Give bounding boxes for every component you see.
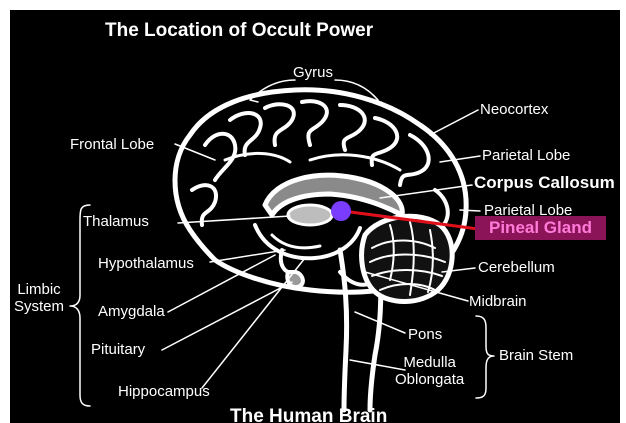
limbic-brace — [70, 205, 90, 406]
pituitary-shape — [287, 272, 303, 287]
medulla-line-1: Medulla — [395, 354, 464, 371]
label-amygdala: Amygdala — [98, 303, 165, 320]
medulla-line-2: Oblongata — [395, 371, 464, 388]
label-pons: Pons — [408, 326, 442, 343]
gyrus-fold — [192, 185, 216, 225]
label-parietal-lobe-upper: Parietal Lobe — [482, 147, 570, 164]
label-cerebellum: Cerebellum — [478, 259, 555, 276]
label-corpus-callosum: Corpus Callosum — [474, 173, 615, 192]
thalamus-shape — [288, 205, 332, 225]
label-hippocampus: Hippocampus — [118, 383, 210, 400]
label-hypothalamus: Hypothalamus — [98, 255, 194, 272]
label-thalamus: Thalamus — [83, 213, 149, 230]
gyrus-fold — [400, 135, 429, 185]
brainstem-brace — [476, 316, 494, 398]
limbic-curve — [255, 225, 360, 258]
label-medulla-oblongata: Medulla Oblongata — [395, 354, 464, 388]
limbic-line-1: Limbic — [14, 281, 64, 298]
pineal-gland-dot — [331, 201, 351, 221]
limbic-curve — [272, 235, 320, 248]
diagram-title: The Location of Occult Power — [105, 22, 373, 39]
label-pineal-gland: Pineal Gland — [475, 216, 606, 240]
label-brain-stem: Brain Stem — [499, 347, 573, 364]
label-pituitary: Pituitary — [91, 341, 145, 358]
label-limbic-system: Limbic System — [14, 281, 64, 315]
gyrus-fold — [340, 105, 365, 150]
gyrus-fold — [310, 155, 400, 170]
diagram-subtitle: The Human Brain — [230, 408, 387, 423]
gyrus-fold — [265, 104, 294, 145]
gyrus-fold — [302, 101, 327, 145]
label-gyrus: Gyrus — [293, 64, 333, 81]
label-frontal-lobe: Frontal Lobe — [70, 136, 154, 153]
limbic-line-2: System — [14, 298, 64, 315]
label-midbrain: Midbrain — [469, 293, 527, 310]
diagram-canvas: The Location of Occult Power Gyrus Neoco… — [10, 10, 620, 423]
label-neocortex: Neocortex — [480, 101, 548, 118]
